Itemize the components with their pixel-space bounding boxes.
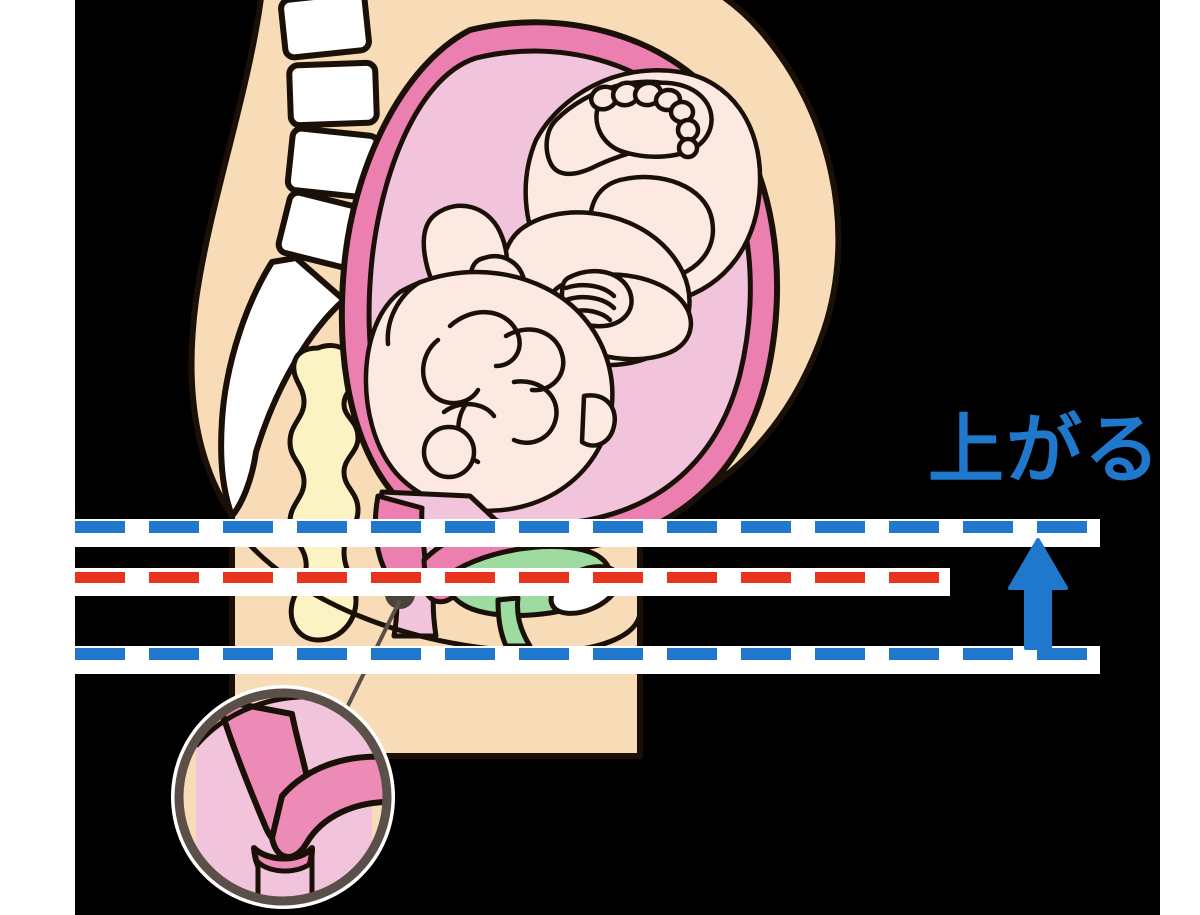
cervix-closeup-inset bbox=[171, 685, 395, 909]
upper-blue-dashed-line bbox=[75, 521, 1100, 533]
lumbar-vertebrae bbox=[275, 0, 382, 273]
lower-blue-dashed-line bbox=[75, 648, 1100, 660]
fetus bbox=[363, 68, 763, 514]
middle-red-dashed-line bbox=[75, 572, 950, 583]
annotation-label: 上がる bbox=[928, 405, 1162, 494]
up-arrow-icon bbox=[1008, 538, 1068, 650]
fetus-toes bbox=[588, 80, 701, 160]
